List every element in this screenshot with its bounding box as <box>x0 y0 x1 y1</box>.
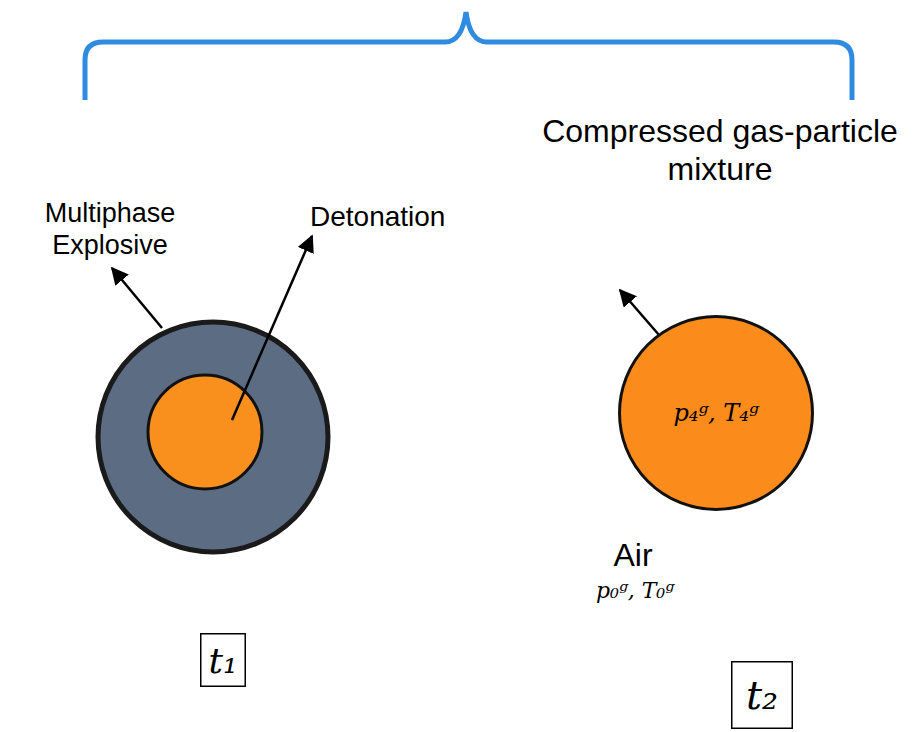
circle-outline <box>620 317 813 510</box>
explosive-shell <box>98 322 328 552</box>
part-label: Detonation <box>310 200 490 234</box>
box-outline <box>201 634 246 687</box>
region-label: Air <box>598 536 668 574</box>
part-label: Multiphase Explosive <box>15 197 205 262</box>
time-box: t₁ <box>200 633 246 687</box>
gas-particle-circle: p₄ᵍ, T₄ᵍ <box>618 315 814 511</box>
node-text: t₂ <box>746 672 778 718</box>
leader-arrow <box>112 268 162 328</box>
box-outline <box>732 662 793 729</box>
node-text: t₁ <box>209 640 238 681</box>
math-label: p₀ᵍ, T₀ᵍ <box>570 578 700 604</box>
part-label: Compressed gas-particle mixture <box>540 112 900 189</box>
time-box: t₂ <box>731 661 793 729</box>
node-text: p₄ᵍ, T₄ᵍ <box>673 399 758 427</box>
leader-arrow <box>232 236 312 420</box>
curly-bracket <box>85 12 852 100</box>
